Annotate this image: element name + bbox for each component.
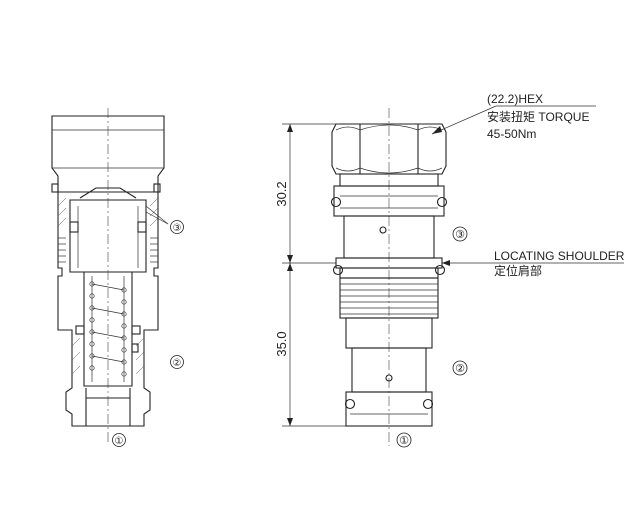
external-nose (345, 391, 433, 427)
dimension-lines (282, 123, 346, 427)
svg-text:③: ③ (173, 223, 182, 234)
external-oring-upper (330, 196, 448, 208)
torque-value: 45-50Nm (487, 127, 536, 141)
section-poppet-top (79, 187, 137, 199)
torque-label: 安装扭矩 TORQUE (487, 109, 589, 124)
hex-size-label: (22.2)HEX (487, 92, 543, 106)
section-inner-guide (69, 199, 147, 273)
section-spring-cage (83, 271, 133, 387)
external-oring-lower (344, 398, 434, 410)
external-port-2: ② (452, 360, 468, 376)
section-body-right-wall (130, 192, 159, 427)
external-cross-hole-upper (379, 226, 387, 234)
external-view: 30.2 35.0 (22.2)HEX 安装扭矩 TORQUE 45-50Nm … (274, 92, 625, 448)
hex-leader (431, 105, 497, 135)
external-oring-shoulder (332, 264, 446, 276)
section-oring-upper-right (153, 183, 161, 193)
section-view: ③ ② ① (51, 108, 184, 447)
external-cross-hole-lower (385, 374, 393, 382)
section-body-left-wall (57, 192, 86, 427)
svg-text:①: ① (115, 436, 124, 447)
section-thread-left (58, 237, 66, 263)
svg-text:②: ② (173, 358, 182, 369)
section-nose (85, 388, 131, 426)
section-port-3: ③ (170, 220, 184, 234)
section-spring-coils (89, 276, 127, 382)
section-thread-right (150, 237, 158, 263)
external-hex-nut (331, 123, 447, 175)
external-thread-lines (340, 283, 438, 315)
section-oring-upper-left (51, 183, 59, 193)
locating-shoulder-label-cn: 定位肩部 (494, 263, 542, 278)
svg-text:②: ② (455, 363, 465, 375)
dimension-upper: 30.2 (274, 181, 289, 206)
locating-shoulder-label: LOCATING SHOULDER (494, 249, 625, 263)
dimension-lower: 35.0 (274, 331, 289, 356)
svg-text:①: ① (399, 435, 409, 447)
external-port-3: ③ (452, 226, 468, 242)
external-port-1: ① (396, 432, 412, 448)
svg-text:③: ③ (455, 229, 465, 241)
section-port3-leader (145, 205, 169, 225)
section-port-2: ② (170, 355, 184, 369)
section-port-1: ① (112, 433, 126, 447)
